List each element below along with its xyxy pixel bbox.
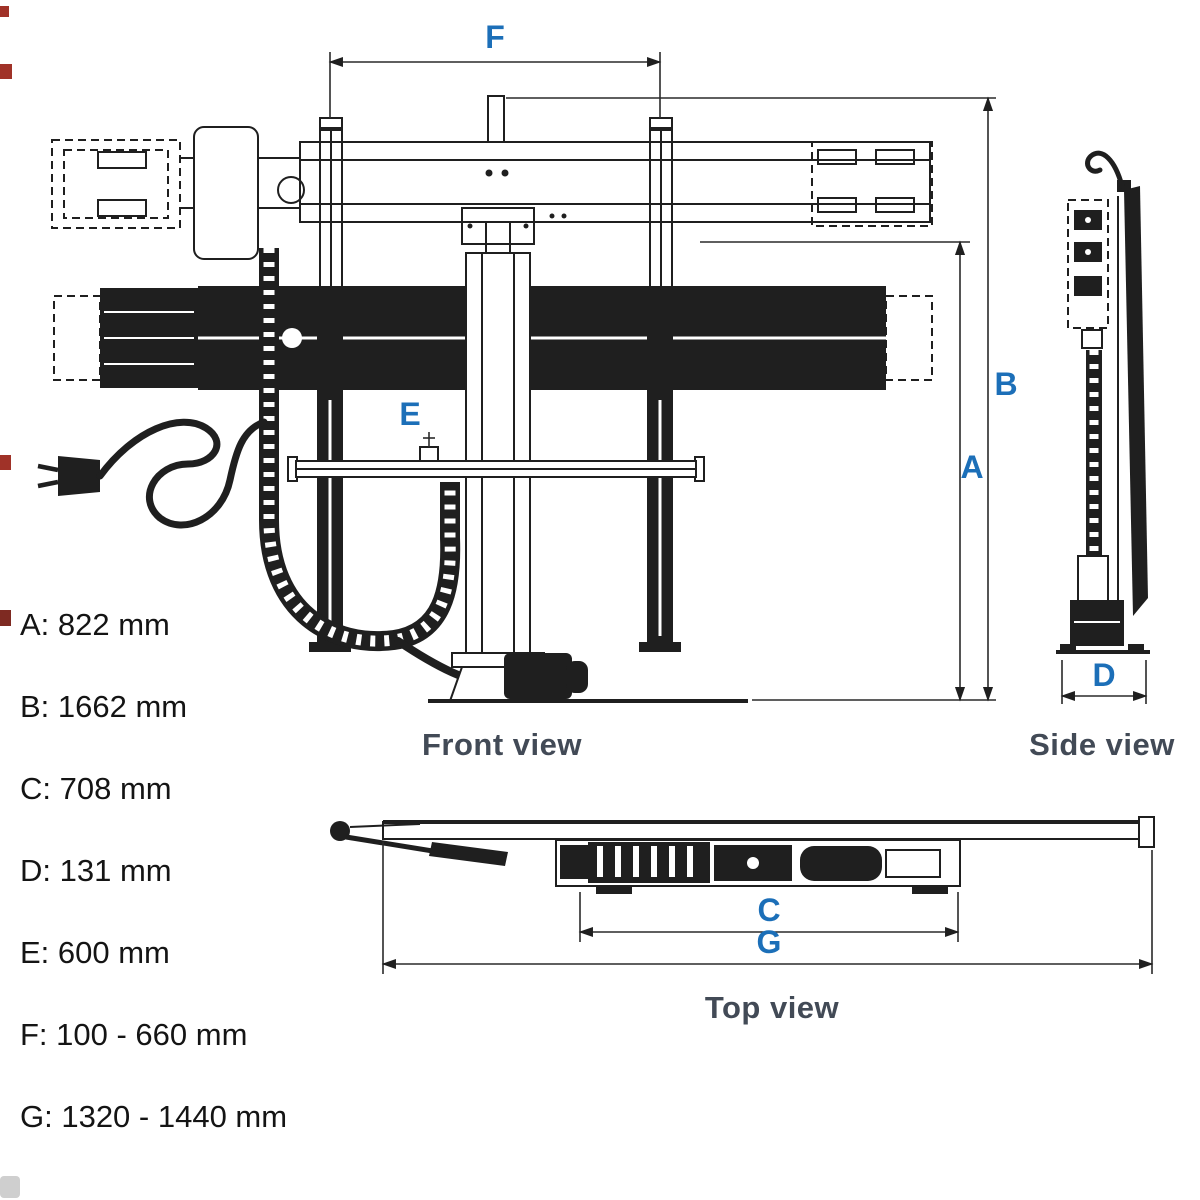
- top-view-label: Top view: [705, 990, 840, 1025]
- legend-item-e: E: 600 mm: [20, 935, 170, 970]
- side-view-label: Side view: [1029, 727, 1175, 762]
- edge-artifact: [0, 1176, 20, 1198]
- legend-item-b: B: 1662 mm: [20, 689, 188, 724]
- dim-label-f: F: [485, 19, 505, 55]
- base-and-motor: [428, 652, 748, 703]
- dimension-G: G: [381, 842, 1154, 974]
- legend-item-c: C: 708 mm: [20, 771, 172, 806]
- top-view-drawing: [330, 816, 1155, 894]
- dimension-B: B: [506, 96, 1018, 702]
- dimension-D: D: [1060, 657, 1148, 704]
- power-plug-icon: [37, 418, 268, 529]
- main-beam: [53, 286, 933, 390]
- top-plate: [382, 821, 1154, 840]
- legend-item-d: D: 131 mm: [20, 853, 172, 888]
- front-view-drawing: [37, 95, 933, 703]
- dimension-legend: A: 822 mm B: 1662 mm C: 708 mm D: 131 mm…: [20, 607, 287, 1135]
- legend-item-g: G: 1320 - 1440 mm: [20, 1099, 288, 1134]
- dim-label-e: E: [399, 396, 420, 432]
- front-view-label: Front view: [422, 727, 582, 762]
- dim-label-g: G: [757, 924, 782, 960]
- side-top-cable: [1085, 150, 1125, 189]
- legend-item-a: A: 822 mm: [20, 607, 170, 642]
- mid-crossbar: [287, 432, 705, 482]
- left-module: [193, 126, 259, 260]
- dimension-F: F: [328, 19, 662, 118]
- side-view-drawing: [1056, 150, 1150, 654]
- legend-item-f: F: 100 - 660 mm: [20, 1017, 248, 1052]
- top-mechanism: [555, 839, 961, 894]
- dim-label-c: C: [757, 892, 780, 928]
- top-rail: [299, 141, 931, 223]
- top-left-clamp: [330, 821, 508, 866]
- edge-artifact: [0, 6, 9, 17]
- top-center-tab: [487, 95, 505, 143]
- center-column: [465, 252, 531, 654]
- edge-artifact: [0, 455, 11, 470]
- dim-label-a: A: [960, 449, 983, 485]
- edge-artifact: [0, 64, 12, 79]
- edge-artifact: [0, 610, 11, 626]
- dimension-A: A: [700, 240, 984, 702]
- right-vesa-bracket: [811, 141, 933, 227]
- left-vesa-bracket: [51, 139, 300, 229]
- dim-label-d: D: [1092, 657, 1115, 693]
- side-panel: [1124, 186, 1148, 616]
- dimension-C: C: [578, 892, 960, 942]
- dim-label-b: B: [994, 366, 1017, 402]
